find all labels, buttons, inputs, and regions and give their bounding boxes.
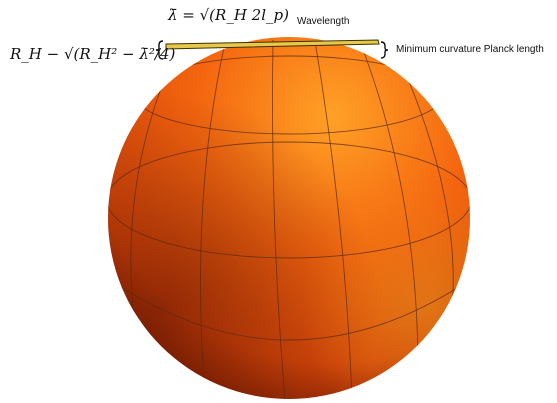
longitude-line	[314, 40, 353, 399]
left-curly-brace-icon	[155, 40, 164, 60]
min-curvature-label: Minimum curvature Planck length	[396, 44, 544, 55]
sagitta-formula: R_H − √(R_H² − λ̄²/4)	[10, 45, 176, 63]
planck-chord	[165, 39, 380, 50]
longitude-line	[361, 46, 419, 386]
longitude-line	[200, 42, 226, 399]
right-curly-brace-icon	[380, 41, 389, 59]
lambda-formula: λ̄ = √(R_H 2l_p)	[168, 6, 289, 24]
wavelength-label: Wavelength	[297, 16, 350, 27]
latitude-line	[108, 141, 470, 259]
longitude-line	[272, 39, 286, 399]
sphere-rim-light	[108, 37, 470, 399]
